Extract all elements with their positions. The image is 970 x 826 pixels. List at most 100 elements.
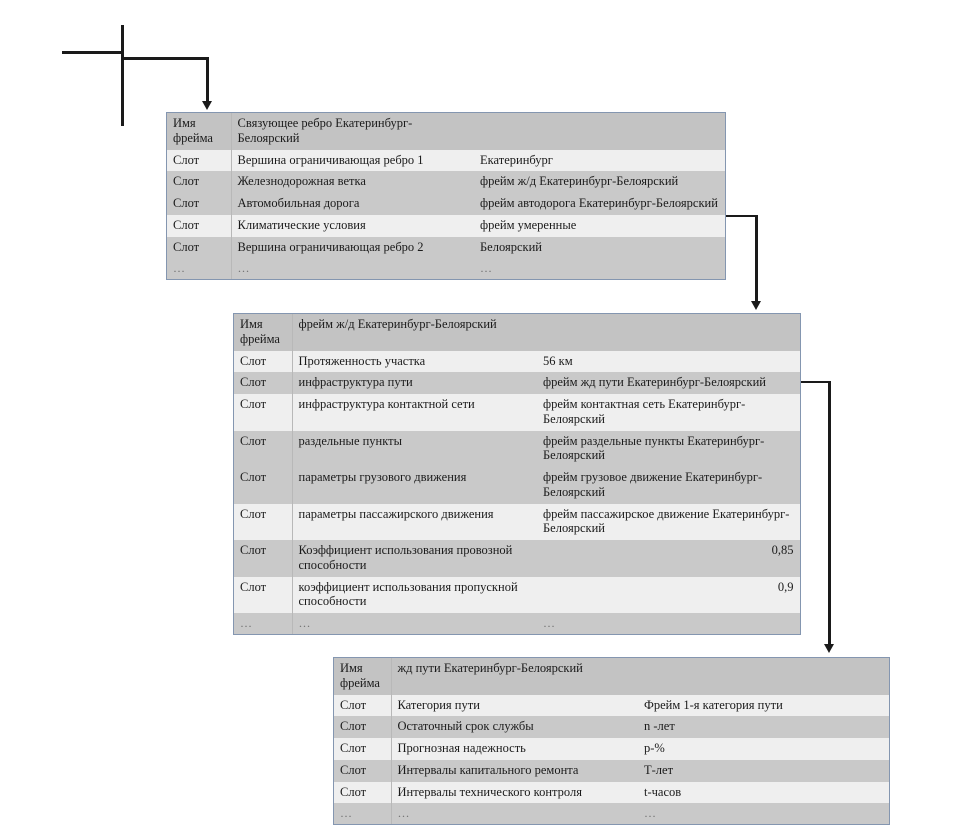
slot-label: Слот bbox=[234, 350, 293, 373]
slot-label: Слот bbox=[234, 540, 293, 577]
slot-value: Екатеринбург bbox=[474, 149, 725, 172]
arrow-into-table2 bbox=[751, 301, 761, 310]
table-row: Слот Климатические условия фрейм умеренн… bbox=[167, 214, 725, 237]
slot-label: Слот bbox=[334, 694, 392, 717]
ellipsis-name: … bbox=[292, 613, 537, 635]
table-row: Слот Протяженность участка 56 км bbox=[234, 350, 800, 373]
slot-name: Климатические условия bbox=[231, 214, 474, 237]
slot-name: инфраструктура пути bbox=[292, 372, 537, 394]
slot-label: Слот bbox=[334, 716, 392, 738]
slot-label: Слот bbox=[167, 236, 232, 259]
table-row: Слот Прогнозная надежность p-% bbox=[334, 738, 889, 760]
table-header-row: Имя фрейма жд пути Екатеринбург-Белоярск… bbox=[334, 658, 889, 695]
arrow-into-table1 bbox=[202, 101, 212, 110]
ellipsis-name: … bbox=[231, 258, 474, 280]
table-row: Слот Коэффициент использования провозной… bbox=[234, 540, 800, 577]
frame-name-value: жд пути Екатеринбург-Белоярский bbox=[391, 658, 638, 695]
ellipsis-value: … bbox=[638, 803, 889, 825]
slot-value: фрейм грузовое движение Екатеринбург-Бел… bbox=[537, 467, 800, 504]
ellipsis-label: … bbox=[334, 803, 392, 825]
slot-label: Слот bbox=[234, 394, 293, 431]
connector-table1-to-table2-v bbox=[755, 215, 758, 303]
slot-label: Слот bbox=[234, 467, 293, 504]
slot-label: Слот bbox=[167, 193, 232, 215]
table-row: Слот раздельные пункты фрейм раздельные … bbox=[234, 430, 800, 467]
slot-name: Железнодорожная ветка bbox=[231, 171, 474, 193]
frame-name-label: Имя фрейма bbox=[234, 314, 293, 351]
table-row: Слот Вершина ограничивающая ребро 2 Бело… bbox=[167, 236, 725, 259]
slot-label: Слот bbox=[334, 738, 392, 760]
table-header-row: Имя фрейма Связующее ребро Екатеринбург-… bbox=[167, 113, 725, 150]
table-row: Слот Категория пути Фрейм 1-я категория … bbox=[334, 694, 889, 717]
table-row-ellipsis: … … … bbox=[234, 613, 800, 635]
slot-label: Слот bbox=[234, 430, 293, 467]
slot-name: Остаточный срок службы bbox=[391, 716, 638, 738]
frame-name-value: Связующее ребро Екатеринбург-Белоярский bbox=[231, 113, 474, 150]
table-row: Слот Интервалы капитального ремонта Т-ле… bbox=[334, 759, 889, 782]
slot-label: Слот bbox=[234, 372, 293, 394]
frame-header-third bbox=[474, 113, 725, 150]
slot-value: 0,9 bbox=[537, 576, 800, 613]
frame-table-track: Имя фрейма жд пути Екатеринбург-Белоярск… bbox=[333, 657, 890, 826]
table-row: Слот Вершина ограничивающая ребро 1 Екат… bbox=[167, 149, 725, 172]
slot-name: Прогнозная надежность bbox=[391, 738, 638, 760]
frame-table-railway: Имя фрейма фрейм ж/д Екатеринбург-Белояр… bbox=[233, 313, 801, 636]
slot-name: инфраструктура контактной сети bbox=[292, 394, 537, 431]
connector-table2-to-table3-h bbox=[801, 381, 831, 383]
table-row: Слот параметры грузового движения фрейм … bbox=[234, 467, 800, 504]
connector-horizontal-left bbox=[62, 51, 122, 54]
table-row-ellipsis: … … … bbox=[167, 258, 725, 280]
table-row: Слот коэффициент использования пропускно… bbox=[234, 576, 800, 613]
slot-name: Вершина ограничивающая ребро 2 bbox=[231, 236, 474, 259]
table-header-row: Имя фрейма фрейм ж/д Екатеринбург-Белояр… bbox=[234, 314, 800, 351]
slot-value: фрейм умеренные bbox=[474, 214, 725, 237]
slot-name: Автомобильная дорога bbox=[231, 193, 474, 215]
connector-table2-to-table3-v bbox=[828, 381, 831, 646]
slot-label: Слот bbox=[234, 576, 293, 613]
slot-label: Слот bbox=[334, 759, 392, 782]
table-row: Слот Остаточный срок службы n -лет bbox=[334, 716, 889, 738]
slot-name: Категория пути bbox=[391, 694, 638, 717]
slot-label: Слот bbox=[167, 149, 232, 172]
slot-value: t-часов bbox=[638, 781, 889, 804]
frame-name-label: Имя фрейма bbox=[334, 658, 392, 695]
slot-name: Интервалы капитального ремонта bbox=[391, 759, 638, 782]
ellipsis-value: … bbox=[474, 258, 725, 280]
connector-vertical-root bbox=[121, 25, 124, 126]
ellipsis-label: … bbox=[167, 258, 232, 280]
slot-value: p-% bbox=[638, 738, 889, 760]
table-row-ellipsis: … … … bbox=[334, 803, 889, 825]
slot-name: Коэффициент использования провозной спос… bbox=[292, 540, 537, 577]
connector-table1-to-table2-h bbox=[726, 215, 758, 217]
ellipsis-name: … bbox=[391, 803, 638, 825]
ellipsis-label: … bbox=[234, 613, 293, 635]
frame-name-value: фрейм ж/д Екатеринбург-Белоярский bbox=[292, 314, 537, 351]
slot-value: фрейм ж/д Екатеринбург-Белоярский bbox=[474, 171, 725, 193]
slot-name: раздельные пункты bbox=[292, 430, 537, 467]
table-row: Слот инфраструктура контактной сети фрей… bbox=[234, 394, 800, 431]
frame-header-third bbox=[638, 658, 889, 695]
slot-label: Слот bbox=[167, 214, 232, 237]
table-row: Слот Железнодорожная ветка фрейм ж/д Ека… bbox=[167, 171, 725, 193]
slot-value: фрейм контактная сеть Екатеринбург-Белоя… bbox=[537, 394, 800, 431]
table-row: Слот параметры пассажирского движения фр… bbox=[234, 503, 800, 540]
frame-name-label: Имя фрейма bbox=[167, 113, 232, 150]
slot-value: Т-лет bbox=[638, 759, 889, 782]
slot-name: Вершина ограничивающая ребро 1 bbox=[231, 149, 474, 172]
arrow-into-table3 bbox=[824, 644, 834, 653]
table-row: Слот Автомобильная дорога фрейм автодоро… bbox=[167, 193, 725, 215]
frame-table-linking-edge: Имя фрейма Связующее ребро Екатеринбург-… bbox=[166, 112, 726, 281]
slot-value: 56 км bbox=[537, 350, 800, 373]
slot-value: Белоярский bbox=[474, 236, 725, 259]
slot-name: параметры грузового движения bbox=[292, 467, 537, 504]
table-row: Слот инфраструктура пути фрейм жд пути Е… bbox=[234, 372, 800, 394]
slot-value: Фрейм 1-я категория пути bbox=[638, 694, 889, 717]
slot-value: фрейм автодорога Екатеринбург-Белоярский bbox=[474, 193, 725, 215]
slot-value: фрейм пассажирское движение Екатеринбург… bbox=[537, 503, 800, 540]
slot-name: коэффициент использования пропускной спо… bbox=[292, 576, 537, 613]
slot-label: Слот bbox=[234, 503, 293, 540]
frame-header-third bbox=[537, 314, 800, 351]
slot-value: 0,85 bbox=[537, 540, 800, 577]
slot-label: Слот bbox=[167, 171, 232, 193]
